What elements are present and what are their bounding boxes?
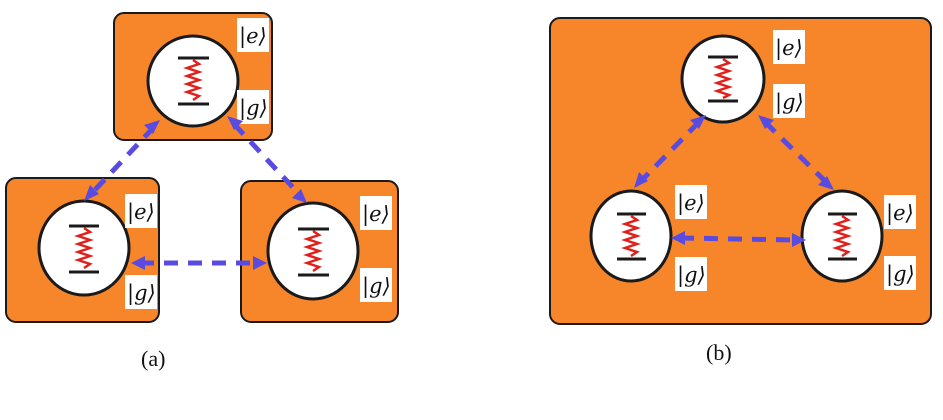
transition-spring — [74, 226, 94, 270]
coupling-arrow — [758, 115, 834, 190]
ket-e-label: |e⟩ — [677, 191, 705, 216]
panel-b: |e⟩ |g⟩ |e⟩ |g⟩ |e⟩ |g⟩ — [549, 17, 932, 365]
ket-e-bg — [237, 18, 269, 52]
ket-e-label: |e⟩ — [886, 201, 914, 226]
coupling-arrow — [671, 231, 806, 247]
ket-g-bg — [675, 257, 707, 291]
atom-right — [266, 201, 360, 301]
ket-g-bg — [125, 275, 157, 309]
ket-e-bg — [360, 196, 392, 230]
ket-g-label: |g⟩ — [239, 96, 268, 121]
ket-e-label: |e⟩ — [127, 200, 155, 225]
transition-spring — [832, 214, 852, 258]
ket-g-bg — [773, 84, 805, 118]
panel-a: |e⟩ |g⟩ |e⟩ |g⟩ |e⟩ |g⟩ — [5, 12, 399, 371]
ket-g-label: |g⟩ — [886, 262, 915, 287]
ket-e-bg — [125, 194, 157, 228]
ket-g-bg — [237, 90, 269, 124]
coupling-arrow — [634, 115, 706, 188]
ket-g-label: |g⟩ — [362, 274, 391, 299]
ket-g-bg — [884, 256, 916, 290]
ket-e-label: |e⟩ — [239, 24, 267, 49]
ket-e-label: |e⟩ — [362, 202, 390, 227]
atom-right — [800, 189, 884, 283]
coupling-arrow — [131, 256, 267, 270]
atom-left — [37, 199, 131, 297]
ket-e-bg — [675, 185, 707, 219]
coupling-arrow — [227, 116, 307, 203]
transition-spring — [303, 229, 323, 273]
panel-a-caption: (a) — [141, 346, 165, 371]
ket-g-bg — [360, 268, 392, 302]
atom-top — [680, 34, 766, 124]
ket-e-bg — [773, 30, 805, 64]
transition-spring — [183, 58, 203, 102]
ket-g-label: |g⟩ — [127, 281, 156, 306]
ket-g-label: |g⟩ — [677, 263, 706, 288]
panel-b-caption: (b) — [706, 340, 732, 365]
ket-e-label: |e⟩ — [775, 36, 803, 61]
ket-e-bg — [884, 195, 916, 229]
transition-spring — [713, 57, 733, 100]
coupling-arrow — [84, 120, 160, 201]
transition-spring — [621, 214, 641, 258]
ket-g-label: |g⟩ — [775, 90, 804, 115]
atom-left — [589, 189, 673, 283]
